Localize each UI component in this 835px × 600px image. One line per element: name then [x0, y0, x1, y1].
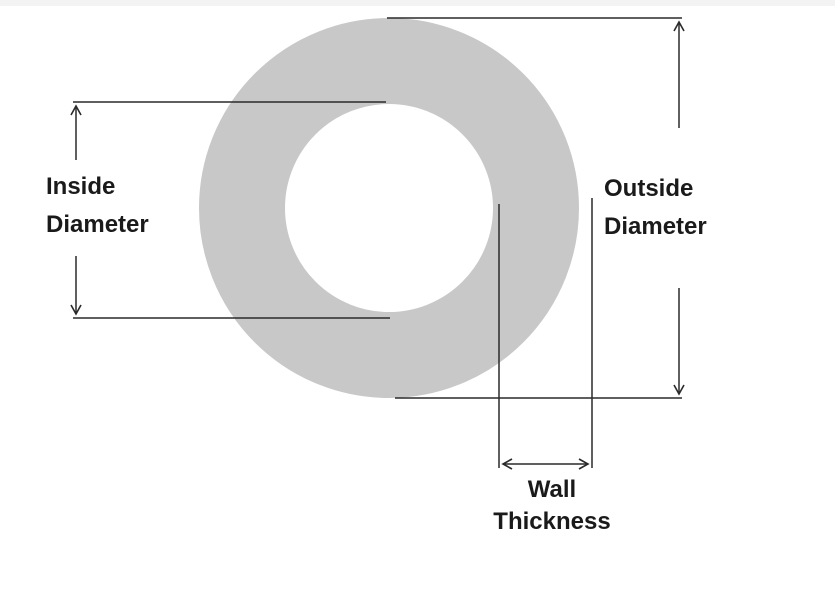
outside-diameter-label: Outside Diameter [604, 170, 707, 246]
wall-thickness-label: Wall Thickness [476, 474, 628, 538]
outside-diameter-label-line1: Outside [604, 175, 694, 202]
inside-diameter-label: Inside Diameter [46, 168, 149, 244]
inside-diameter-label-line2: Diameter [46, 211, 149, 238]
wall-thickness-label-line2: Thickness [493, 508, 611, 535]
wall-thickness-label-line1: Wall [527, 476, 577, 503]
inside-diameter-label-line1: Inside [46, 173, 116, 200]
outside-diameter-label-line2: Diameter [604, 213, 707, 240]
pipe-ring [199, 18, 579, 398]
top-band [0, 0, 835, 6]
